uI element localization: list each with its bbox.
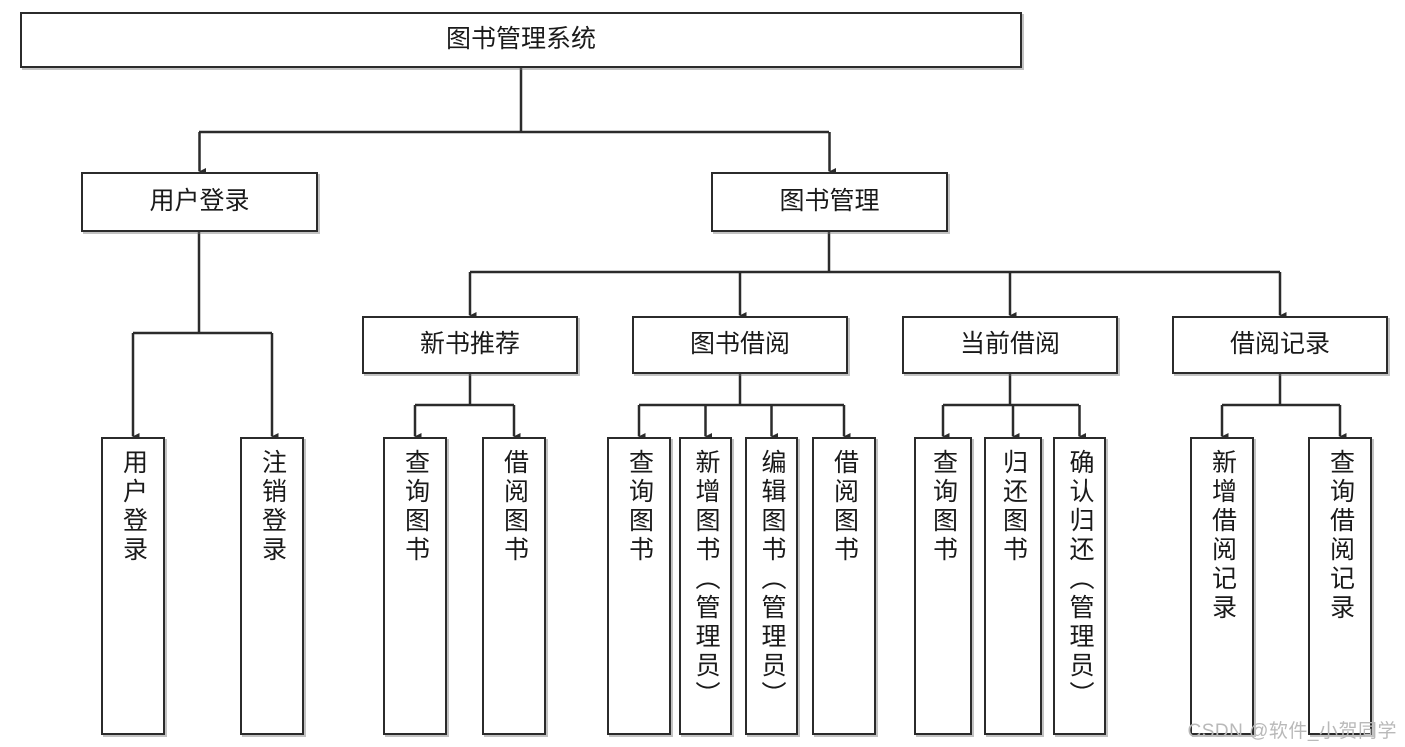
node-leaf-query-borrow-record[interactable]: 查询借阅记录 — [1308, 437, 1372, 735]
node-label-root: 图书管理系统 — [445, 25, 596, 54]
node-label-book-borrow: 图书借阅 — [689, 330, 790, 359]
node-label-leaf-borrow-book: 借阅图书 — [830, 449, 859, 565]
node-leaf-edit-book[interactable]: 编辑图书（管理员） — [745, 437, 798, 735]
node-leaf-user-login[interactable]: 用户登录 — [101, 437, 165, 735]
node-leaf-borrow-book[interactable]: 借阅图书 — [812, 437, 876, 735]
node-new-book-recommend[interactable]: 新书推荐 — [362, 316, 578, 374]
node-label-book-manage: 图书管理 — [779, 187, 880, 216]
node-label-leaf-query-book-current: 查询图书 — [929, 449, 958, 565]
node-label-leaf-borrow-book-recommend: 借阅图书 — [500, 449, 529, 565]
node-leaf-query-book-current[interactable]: 查询图书 — [914, 437, 972, 735]
node-label-user-login: 用户登录 — [149, 187, 250, 216]
node-label-leaf-return-book: 归还图书 — [999, 449, 1028, 565]
node-borrow-record[interactable]: 借阅记录 — [1172, 316, 1388, 374]
node-label-leaf-add-borrow-record: 新增借阅记录 — [1208, 449, 1237, 623]
node-label-leaf-add-book: 新增图书（管理员） — [692, 449, 720, 710]
node-leaf-add-book[interactable]: 新增图书（管理员） — [679, 437, 732, 735]
node-label-borrow-record: 借阅记录 — [1229, 330, 1330, 359]
node-label-leaf-edit-book: 编辑图书（管理员） — [758, 449, 786, 710]
node-label-leaf-user-login: 用户登录 — [119, 449, 148, 565]
node-book-manage[interactable]: 图书管理 — [711, 172, 948, 232]
node-leaf-query-book-borrow[interactable]: 查询图书 — [607, 437, 671, 735]
node-leaf-borrow-book-recommend[interactable]: 借阅图书 — [482, 437, 546, 735]
node-leaf-add-borrow-record[interactable]: 新增借阅记录 — [1190, 437, 1254, 735]
node-label-leaf-query-borrow-record: 查询借阅记录 — [1326, 449, 1355, 623]
node-current-borrow[interactable]: 当前借阅 — [902, 316, 1118, 374]
node-label-current-borrow: 当前借阅 — [959, 330, 1060, 359]
node-label-leaf-query-book-borrow: 查询图书 — [625, 449, 654, 565]
node-book-borrow[interactable]: 图书借阅 — [632, 316, 848, 374]
watermark-label: CSDN @软件_小贺同学 — [1187, 721, 1397, 742]
node-leaf-return-book[interactable]: 归还图书 — [984, 437, 1042, 735]
node-user-login[interactable]: 用户登录 — [81, 172, 318, 232]
node-label-leaf-query-book-recommend: 查询图书 — [401, 449, 430, 565]
node-leaf-logout[interactable]: 注销登录 — [240, 437, 304, 735]
node-label-new-book-recommend: 新书推荐 — [419, 330, 520, 359]
node-label-leaf-confirm-return: 确认归还（管理员） — [1066, 449, 1094, 710]
node-root[interactable]: 图书管理系统 — [20, 12, 1022, 68]
node-leaf-query-book-recommend[interactable]: 查询图书 — [383, 437, 447, 735]
node-label-leaf-logout: 注销登录 — [258, 449, 287, 565]
node-leaf-confirm-return[interactable]: 确认归还（管理员） — [1053, 437, 1106, 735]
